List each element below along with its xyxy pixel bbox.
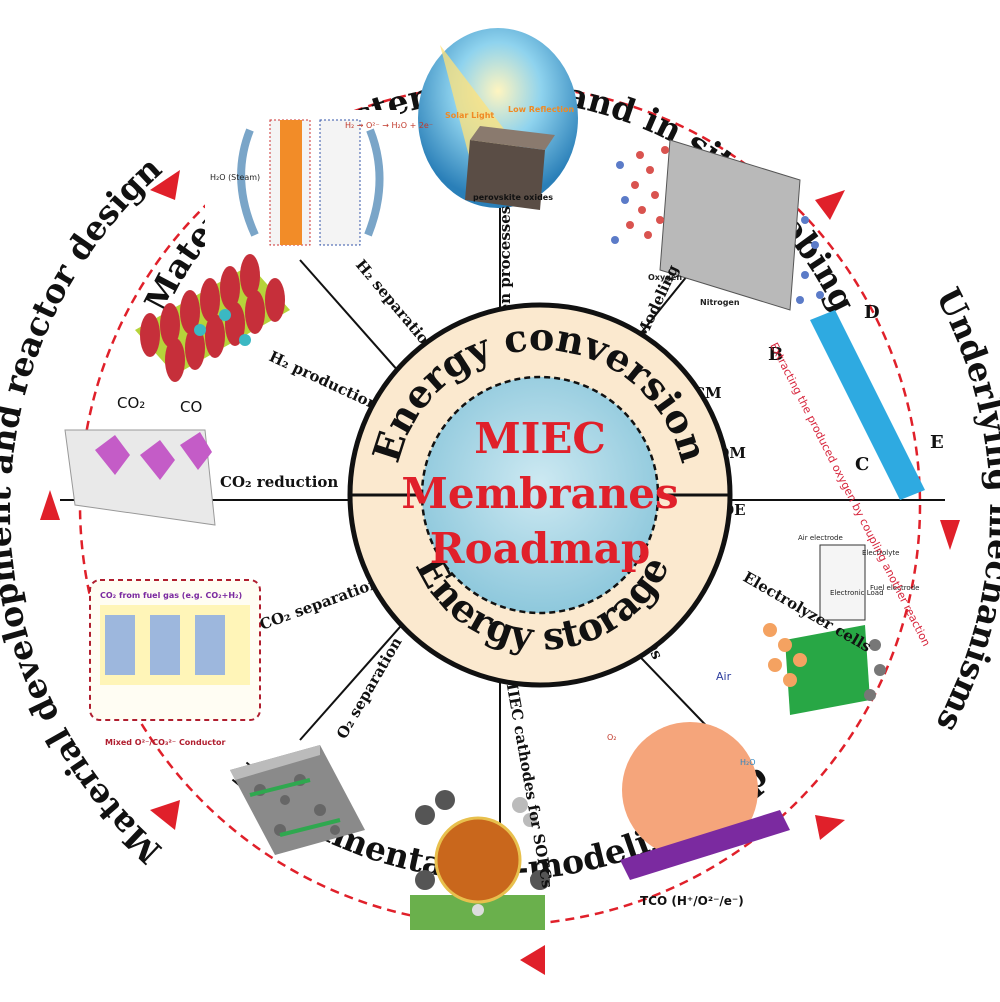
panel-co2-separation: CO₂ from fuel gas (e.g. CO₂+H₂) Mixed O²… — [89, 579, 261, 747]
panel-o2-separation — [230, 745, 365, 855]
electrolyte-label: Electrolyte — [862, 549, 899, 557]
co-label-panel: CO — [180, 398, 202, 416]
spoke-label-h2-production: H₂ production — [266, 347, 381, 413]
arrowhead-top-left — [150, 170, 180, 200]
panel-h2-separation: H₂O (Steam) H₂ → O²⁻ → H₂O + 2e⁻ — [205, 110, 433, 250]
co2-fuel-gas-label: CO₂ from fuel gas (e.g. CO₂+H₂) — [100, 591, 242, 600]
svg-text:H₂O: H₂O — [740, 758, 756, 767]
panel-modeling: Oxygen Nitrogen — [611, 139, 824, 311]
spoke-label-co2-separation: CO₂ separation — [257, 574, 382, 634]
svg-text:H₂O (Steam): H₂O (Steam) — [210, 173, 260, 182]
arrowhead-top-right — [815, 190, 845, 220]
panel-solar-driven: Solar Light Low Reflection perovskite ox… — [418, 28, 578, 210]
ring-inner — [420, 375, 660, 615]
panel-co2-reduction: CO₂ CO — [64, 394, 216, 526]
tco-label: TCO (H⁺/O²⁻/e⁻) — [640, 894, 744, 908]
perovskite-label: perovskite oxides — [473, 193, 553, 202]
arrowhead-bottom-left — [150, 800, 180, 830]
panel-miec-cathodes — [410, 790, 550, 930]
central-ring: Energy conversion Energy storage MIEC Me… — [347, 302, 733, 688]
center-title-line3: Roadmap — [430, 524, 651, 573]
solar-light-label: Solar Light — [445, 111, 494, 120]
mech-label-e: E — [930, 432, 944, 453]
spoke-label-o2-separation: O₂ separation — [333, 634, 406, 742]
mech-label-d: D — [864, 302, 880, 323]
mech-label-b: B — [768, 344, 783, 365]
arrowhead-left — [40, 490, 60, 520]
fuel-electrode-label: Fuel electrode — [870, 584, 919, 592]
air-label: Air — [716, 670, 732, 683]
oxygen-legend: Oxygen — [648, 273, 682, 282]
arrowhead-right — [940, 520, 960, 550]
panel-h2-production — [135, 254, 290, 382]
spoke-label-co2-reduction: CO₂ reduction — [220, 473, 338, 491]
mech-label-c: C — [855, 454, 869, 475]
outer-loop-circle — [78, 83, 922, 927]
low-reflection-label: Low Reflection — [508, 105, 575, 114]
arrowhead-bottom-right — [815, 815, 845, 840]
co2-label-panel: CO₂ — [117, 394, 145, 412]
panel-tcos: TCO (H⁺/O²⁻/e⁻) O₂ H₂O — [607, 722, 790, 908]
center-title-line2: Membranes — [401, 469, 678, 518]
electronic-load-label: Electronic Load — [830, 589, 884, 597]
spoke-line-bottom-left — [299, 609, 416, 741]
air-electrode-label: Air electrode — [798, 534, 843, 542]
arrowhead-bottom — [520, 945, 545, 975]
center-title-line1: MIEC — [474, 414, 606, 463]
nitrogen-legend: Nitrogen — [700, 298, 740, 307]
mixed-conductor-label: Mixed O²⁻/CO₃²⁻ Conductor — [105, 738, 225, 747]
svg-text:O₂: O₂ — [607, 733, 617, 742]
svg-text:H₂ → O²⁻ → H₂O + 2e⁻: H₂ → O²⁻ → H₂O + 2e⁻ — [345, 121, 433, 130]
outer-label-right: Underlying mechanisms — [929, 281, 1000, 738]
panel-electrolyzer: Electronic Load Air electrode Electrolyt… — [716, 534, 919, 715]
